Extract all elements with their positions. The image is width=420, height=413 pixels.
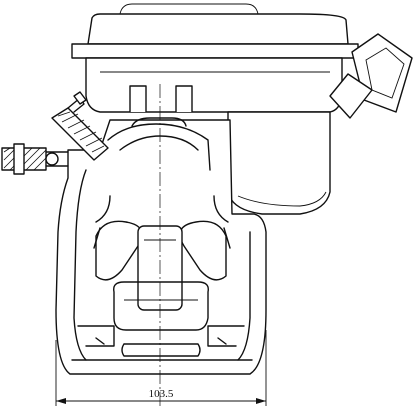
dimension-arrow-left	[56, 398, 66, 404]
dimension-value: 103.5	[149, 388, 174, 400]
width-dimension: 103.5	[55, 330, 267, 406]
side-connector	[329, 33, 413, 119]
dimension-arrow-right	[256, 398, 266, 404]
bleed-screw	[51, 91, 109, 161]
inlet-pipe	[1, 143, 69, 175]
base-pads	[77, 325, 245, 357]
inner-casting	[93, 117, 231, 281]
reservoir-cap	[71, 3, 359, 59]
reservoir-body	[85, 57, 343, 113]
motor-housing	[227, 111, 331, 215]
